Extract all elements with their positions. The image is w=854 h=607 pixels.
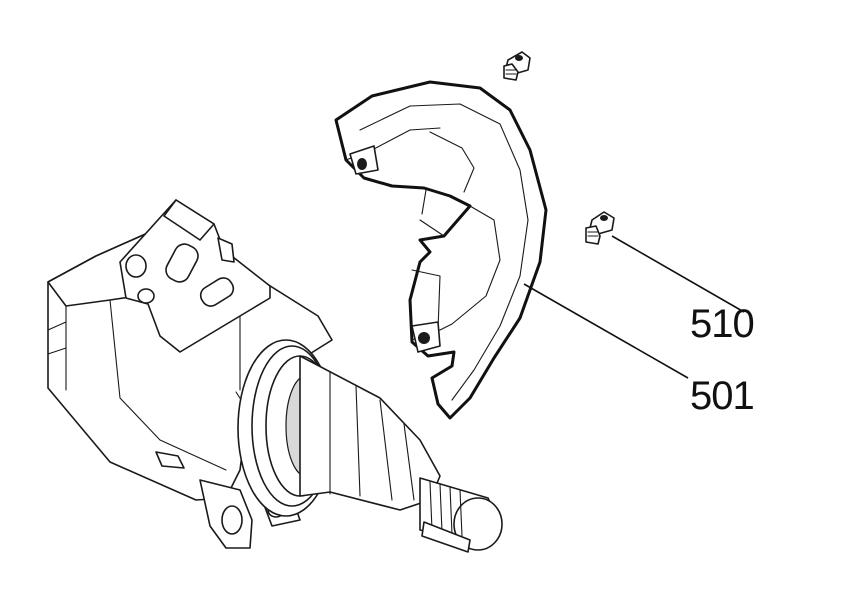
wheel-hub-spindle (237, 339, 503, 553)
dust-shield (334, 80, 548, 420)
leader-line-501 (523, 283, 689, 379)
callout-510: 510 (690, 302, 755, 346)
leader-line-510 (611, 235, 745, 313)
knuckle-upper-bracket (119, 199, 271, 353)
callout-501: 501 (690, 374, 755, 418)
bolt-upper (503, 51, 531, 81)
bolt-right (585, 211, 615, 245)
